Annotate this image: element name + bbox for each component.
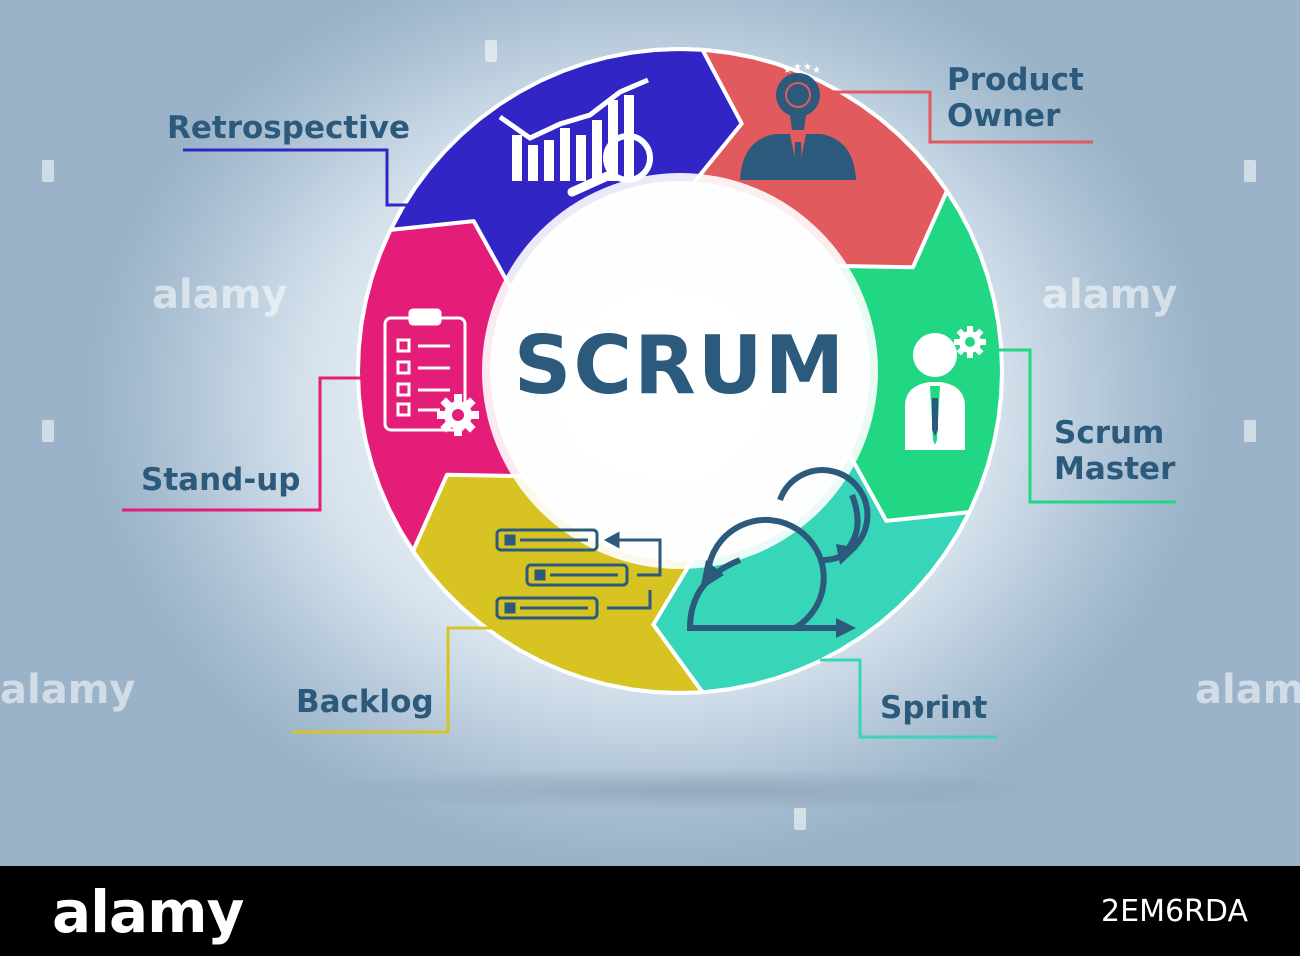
manager-gear-icon [905, 326, 986, 450]
label-scrum-master-line1: Scrum [1054, 415, 1165, 451]
label-standup: Stand-up [141, 462, 301, 498]
label-scrum-master-line2: Master [1054, 451, 1176, 487]
chart-magnifier-icon [498, 77, 653, 197]
footer-image-id: 2EM6RDA [1101, 894, 1248, 929]
label-backlog: Backlog [296, 684, 434, 720]
watermark-left-low: alamy [0, 667, 136, 713]
businessman-lightbulb-icon: ★★★★ [740, 62, 856, 180]
diagram-canvas: ★★★★ [0, 0, 1300, 866]
watermark-mark-2 [42, 420, 54, 442]
svg-text:★: ★ [803, 62, 812, 73]
label-sprint: Sprint [880, 690, 988, 726]
scrum-cycle-diagram: ★★★★ [122, 47, 1176, 812]
footer-bar: alamy 2EM6RDA [0, 866, 1300, 956]
watermark-mark-4 [1244, 420, 1256, 442]
clipboard-checklist-icon [383, 308, 479, 436]
svg-text:★: ★ [812, 65, 821, 76]
center-title: SCRUM [513, 319, 847, 412]
connector-retrospective [183, 148, 415, 207]
watermark-mark-5 [485, 40, 497, 62]
sprint-cycle-arrows-icon [686, 467, 871, 638]
label-product-owner-line2: Owner [947, 98, 1061, 134]
label-product-owner-line1: Product [947, 62, 1084, 98]
connector-backlog [292, 626, 500, 734]
footer-brand-logo: alamy [52, 878, 244, 946]
svg-text:★: ★ [783, 65, 792, 76]
label-scrum-master: Scrum Master [1054, 415, 1175, 487]
watermark-right-low: alamy [1195, 667, 1300, 713]
watermark-mark-3 [1244, 160, 1256, 182]
center-disk [482, 173, 878, 569]
label-product-owner: Product Owner [947, 62, 1084, 134]
label-retrospective: Retrospective [167, 110, 411, 146]
watermark-mark-6 [794, 808, 806, 830]
diagram-shadow [310, 768, 1070, 812]
svg-text:★: ★ [793, 62, 802, 73]
watermark-right-mid: alamy [1042, 272, 1178, 318]
connector-standup [122, 376, 365, 512]
backlog-list-icon [495, 528, 662, 620]
connector-product-owner [820, 90, 1093, 144]
connector-sprint [820, 658, 997, 739]
connector-scrum-master [995, 348, 1176, 504]
watermark-mark-1 [42, 160, 54, 182]
connector-lines [122, 90, 1176, 739]
watermark-left-mid: alamy [152, 272, 288, 318]
